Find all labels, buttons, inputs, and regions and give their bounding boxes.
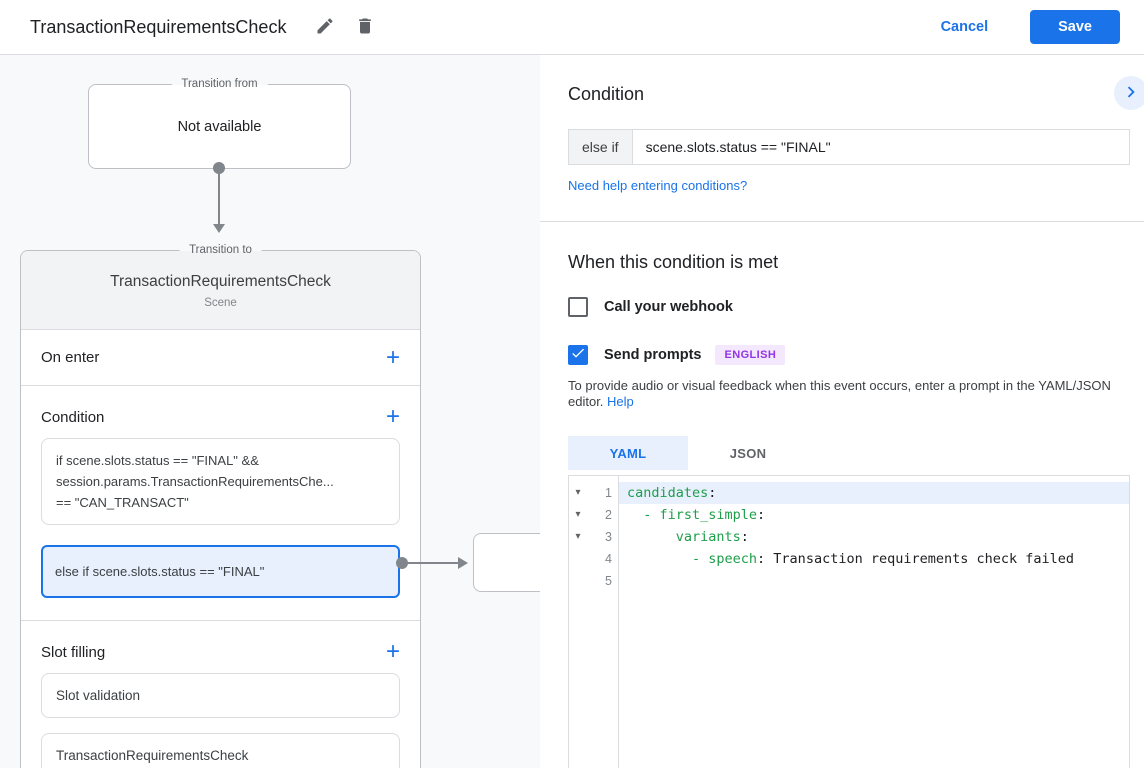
condition-section: Condition + if scene.slots.status == "FI… bbox=[21, 386, 420, 621]
send-prompts-checkbox[interactable] bbox=[568, 345, 588, 365]
condition-else-box-selected[interactable]: else if scene.slots.status == "FINAL" bbox=[41, 545, 400, 598]
transition-target-box[interactable] bbox=[473, 533, 540, 592]
on-enter-label: On enter bbox=[41, 349, 100, 366]
slot-filling-label: Slot filling bbox=[41, 643, 106, 661]
condition-editor-panel: Condition else if Need help entering con… bbox=[540, 55, 1144, 768]
condition-input-section: Condition else if Need help entering con… bbox=[540, 55, 1144, 195]
call-webhook-checkbox[interactable] bbox=[568, 297, 588, 317]
connector-line bbox=[406, 562, 458, 564]
line-number: 3 bbox=[605, 530, 612, 544]
scene-diagram-panel: Transition from Not available Transition… bbox=[0, 55, 540, 768]
prompt-help-link[interactable]: Help bbox=[607, 394, 634, 409]
language-badge[interactable]: ENGLISH bbox=[715, 345, 786, 365]
yaml-key: candidates bbox=[627, 485, 709, 501]
condition-section-label: Condition bbox=[41, 408, 105, 426]
tab-json[interactable]: JSON bbox=[729, 445, 767, 461]
transition-from-label: Transition from bbox=[171, 77, 268, 92]
line-number: 4 bbox=[605, 552, 612, 566]
panel-divider bbox=[540, 221, 1144, 222]
add-slot-button[interactable]: + bbox=[385, 638, 400, 665]
line-number: 1 bbox=[605, 486, 612, 500]
prompt-description-text: To provide audio or visual feedback when… bbox=[568, 378, 1111, 409]
on-enter-row[interactable]: On enter + bbox=[21, 330, 420, 386]
yaml-rest: : Transaction requirements check failed bbox=[757, 551, 1075, 567]
edit-button[interactable] bbox=[308, 10, 342, 44]
scene-card: Transition to TransactionRequirementsChe… bbox=[20, 243, 421, 768]
line-number: 5 bbox=[605, 574, 612, 588]
page-title: TransactionRequirementsCheck bbox=[30, 16, 287, 37]
arrow-down-icon bbox=[213, 224, 225, 233]
trash-icon bbox=[355, 16, 375, 39]
yaml-key: - speech bbox=[627, 551, 758, 567]
editor-gutter: ▾ 1 ▾ 2 ▾ 3 4 bbox=[569, 476, 619, 768]
chevron-right-icon bbox=[1120, 81, 1142, 106]
slot-check-box[interactable]: TransactionRequirementsCheck bbox=[41, 733, 400, 768]
arrow-right-icon bbox=[458, 557, 468, 569]
fold-arrow-icon[interactable]: ▾ bbox=[575, 487, 581, 498]
connector-line bbox=[218, 168, 220, 225]
fold-arrow-icon[interactable]: ▾ bbox=[575, 531, 581, 542]
scene-type: Scene bbox=[204, 297, 237, 309]
conditions-help-link[interactable]: Need help entering conditions? bbox=[568, 178, 748, 193]
checkmark-icon bbox=[570, 345, 586, 366]
line-number: 2 bbox=[605, 508, 612, 522]
code-line: - first_simple: bbox=[619, 504, 1129, 526]
top-bar: TransactionRequirementsCheck Cancel Save bbox=[0, 0, 1144, 55]
delete-button[interactable] bbox=[348, 10, 382, 44]
webhook-row: Call your webhook bbox=[568, 297, 1130, 317]
panel-title: Condition bbox=[568, 84, 645, 104]
cancel-button[interactable]: Cancel bbox=[933, 13, 997, 41]
when-met-heading: When this condition is met bbox=[568, 252, 779, 272]
yaml-code-editor[interactable]: ▾ 1 ▾ 2 ▾ 3 4 bbox=[568, 475, 1130, 768]
condition-expression-input[interactable] bbox=[631, 129, 1130, 165]
editor-code-area[interactable]: candidates: - first_simple: variants: - … bbox=[619, 476, 1129, 768]
slot-validation-box[interactable]: Slot validation bbox=[41, 673, 400, 718]
prompt-description: To provide audio or visual feedback when… bbox=[568, 378, 1124, 410]
yaml-rest: : bbox=[740, 529, 749, 545]
tab-yaml[interactable]: YAML bbox=[568, 436, 688, 470]
code-line: candidates: bbox=[619, 482, 1129, 504]
scene-card-header[interactable]: TransactionRequirementsCheck Scene bbox=[21, 251, 420, 330]
transition-to-label: Transition to bbox=[179, 243, 262, 258]
yaml-key: - first_simple bbox=[627, 507, 758, 523]
pencil-icon bbox=[315, 16, 335, 39]
add-condition-button[interactable]: + bbox=[385, 403, 400, 430]
code-line bbox=[619, 570, 1129, 592]
else-if-prefix: else if bbox=[568, 129, 632, 165]
yaml-key: variants bbox=[627, 529, 741, 545]
add-on-enter-button[interactable]: + bbox=[385, 343, 400, 371]
condition-if-box[interactable]: if scene.slots.status == "FINAL" && sess… bbox=[41, 438, 400, 525]
collapse-panel-button[interactable] bbox=[1114, 76, 1144, 110]
when-condition-met-section: When this condition is met Call your web… bbox=[540, 252, 1144, 768]
yaml-rest: : bbox=[708, 485, 717, 501]
call-webhook-label: Call your webhook bbox=[604, 299, 733, 315]
scene-name: TransactionRequirementsCheck bbox=[110, 273, 331, 290]
code-line: variants: bbox=[619, 526, 1129, 548]
save-button[interactable]: Save bbox=[1030, 10, 1120, 44]
send-prompts-label: Send prompts bbox=[604, 347, 702, 363]
transition-from-content: Not available bbox=[177, 118, 262, 135]
send-prompts-row: Send prompts ENGLISH bbox=[568, 345, 1130, 365]
transition-from-box: Transition from Not available bbox=[88, 77, 351, 169]
editor-format-tabs: YAML JSON bbox=[568, 436, 1130, 470]
yaml-rest: : bbox=[757, 507, 766, 523]
condition-input-group: else if bbox=[568, 129, 1130, 165]
slot-filling-section: Slot filling + Slot validation Transacti… bbox=[21, 621, 420, 768]
code-line: - speech: Transaction requirements check… bbox=[619, 548, 1129, 570]
fold-arrow-icon[interactable]: ▾ bbox=[575, 509, 581, 520]
connector-dot bbox=[396, 557, 408, 569]
